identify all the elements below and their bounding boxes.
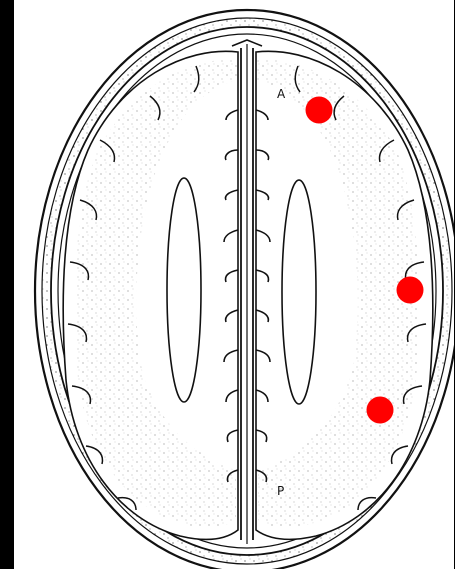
red-marker-posterior	[367, 397, 394, 424]
right-lateral-ventricle	[282, 180, 316, 404]
anterior-label: A	[277, 87, 286, 101]
left-lateral-ventricle	[167, 178, 201, 402]
red-marker-lateral	[397, 277, 424, 304]
red-marker-frontal	[306, 97, 333, 124]
posterior-label: P	[277, 484, 284, 498]
